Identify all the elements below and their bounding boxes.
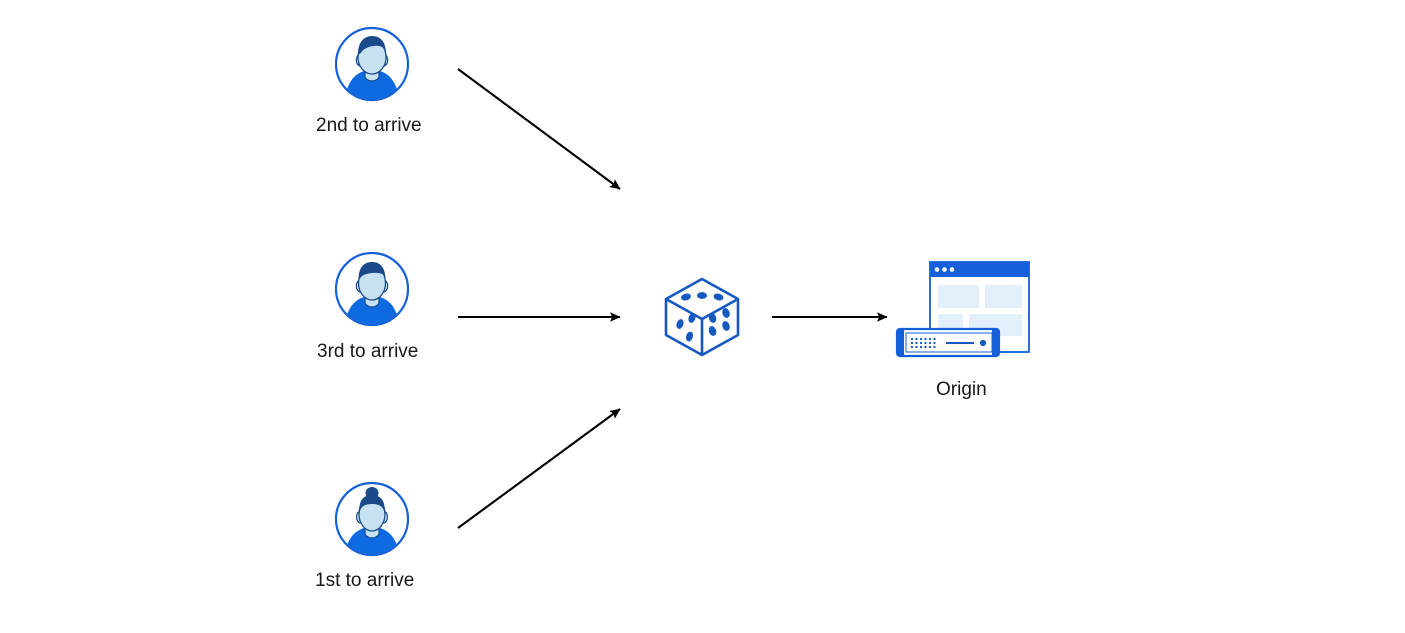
arrow-visitor1-to-dice — [457, 408, 621, 529]
node-label-visitor-1st: 1st to arrive — [315, 570, 415, 591]
user-avatar-icon — [334, 26, 410, 102]
server-appliance-icon — [895, 327, 1001, 358]
user-avatar-icon — [334, 251, 410, 327]
user-avatar-icon — [334, 481, 410, 557]
node-label-visitor-3rd: 3rd to arrive — [317, 341, 419, 362]
node-label-origin: Origin — [936, 379, 987, 400]
avatar-visitor-2nd — [334, 26, 410, 102]
origin-server-icon — [895, 261, 1030, 358]
origin-node — [890, 255, 1030, 360]
arrow-visitor2-to-dice — [457, 68, 621, 190]
avatar-visitor-1st — [334, 481, 410, 557]
dice-icon — [664, 277, 740, 357]
node-label-visitor-2nd: 2nd to arrive — [316, 115, 422, 136]
randomizer-node — [659, 273, 745, 359]
avatar-visitor-3rd — [334, 251, 410, 327]
